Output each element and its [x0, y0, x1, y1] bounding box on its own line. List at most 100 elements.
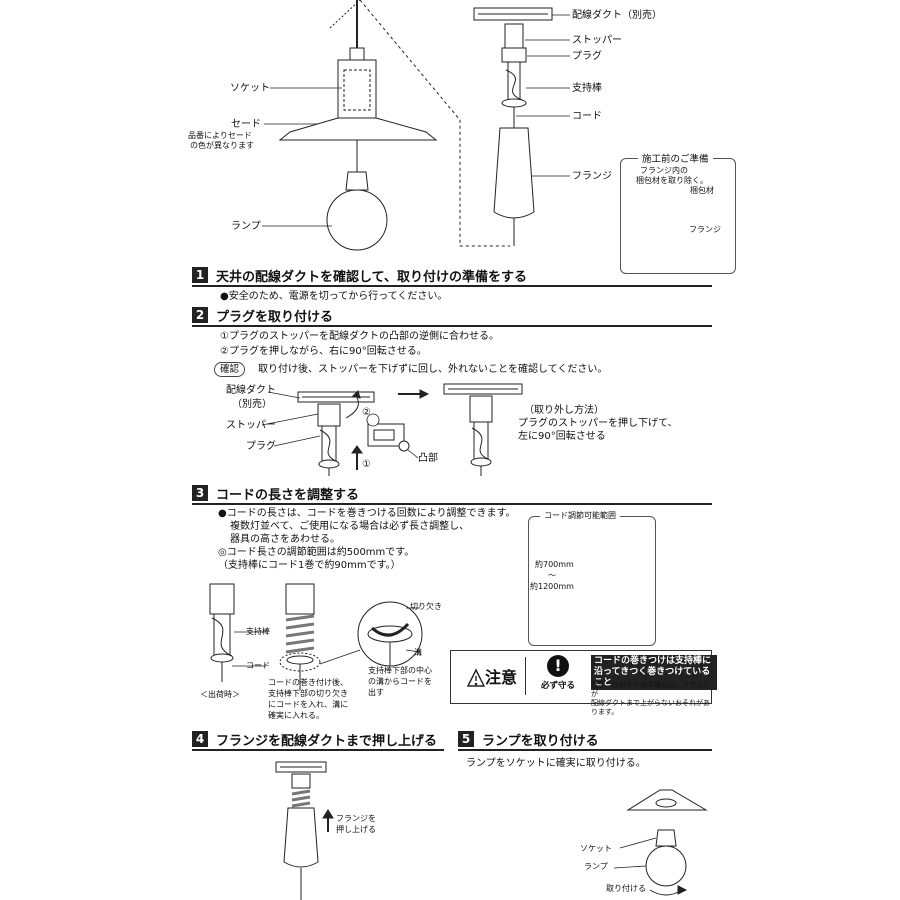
caution-title: コードの巻きつけは支持棒に 沿ってきつく巻きつけていること [591, 655, 717, 690]
center-text-1: 支持棒下部の中心 [368, 666, 432, 675]
step5-socket-label: ソケット [580, 844, 612, 853]
step3-cord-label: コード [246, 661, 270, 670]
cord-label: コード [572, 111, 602, 122]
step3-line3: 器具の高さをあわせる。 [230, 534, 340, 545]
must-do-label: 必ず守る [540, 681, 575, 691]
caution-title-2: 沿ってきつく巻きつけていること [594, 667, 711, 688]
step2-duct-label: 配線ダクト [226, 385, 276, 396]
step5-number: 5 [458, 731, 474, 747]
step2-line2: ②プラグを押しながら、右に90°回転させる。 [220, 346, 427, 357]
step4-rule [192, 749, 444, 751]
step5-text: ランプをソケットに確実に取り付ける。 [466, 758, 646, 769]
wind-text-4: 確実に入れる。 [268, 711, 324, 720]
step5-rule [458, 749, 712, 751]
step3-number: 3 [192, 485, 208, 501]
prep-box-title: 施工前のご準備 [638, 151, 713, 165]
wind-text-1: コードの巻き付け後、 [268, 678, 348, 687]
removal-line2: 左に90°回転させる [518, 431, 606, 442]
circle1-label: ① [362, 459, 371, 470]
step2-plug-label: プラグ [246, 441, 276, 452]
step1-title: 天井の配線ダクトを確認して、取り付けの準備をする [216, 269, 527, 285]
circle2-label: ② [362, 407, 371, 418]
step3-line2: 複数灯並べて、ご使用になる場合は必ず長さ調整し、 [230, 521, 470, 532]
center-text-3: 出す [368, 688, 384, 697]
step1-note: ●安全のため、電源を切ってから行ってください。 [220, 291, 448, 302]
step5-heading: 5 ランプを取り付ける [458, 730, 599, 749]
shade-note-1: 品番によりセード [188, 131, 252, 140]
removal-title: （取り外し方法） [524, 405, 604, 416]
shade-note-2: の色が異なります [190, 141, 254, 150]
packing-label: 梱包材 [690, 186, 714, 195]
confirm-tag: 確認 [214, 362, 246, 377]
notch-label: 切り欠き [410, 602, 442, 611]
step4-number: 4 [192, 731, 208, 747]
push-text-1: フランジを [336, 814, 376, 823]
push-text-2: 押し上げる [336, 825, 376, 834]
prep-text-2: 梱包材を取り除く。 [636, 176, 708, 185]
convex-label: 凸部 [418, 453, 438, 464]
center-text-2: の溝からコードを [368, 677, 432, 686]
overview-pendant-illustration [278, 0, 438, 251]
caution-sub: 巻きつけが不十分な場合は、フランジが 配線ダクトまで上がらないおそれがあります。 [591, 681, 711, 717]
step4-heading: 4 フランジを配線ダクトまで押し上げる [192, 730, 438, 749]
prep-flange-label: フランジ [689, 225, 721, 234]
step3-line5: （支持棒にコード1巻で約90mmです。） [218, 560, 401, 571]
step3-wound-illustration [279, 583, 321, 690]
caution-sub-1: 巻きつけが不十分な場合は、フランジが [591, 681, 710, 698]
caution-sub-2: 配線ダクトまで上がらないおそれがあります。 [591, 699, 710, 716]
step3-rule [192, 503, 712, 505]
shipping-label: ＜出荷時＞ [200, 690, 240, 699]
step5-lamp-label: ランプ [584, 862, 608, 871]
groove-label: 溝 [414, 648, 422, 657]
step3-line1: ●コードの長さは、コードを巻きつける回数により調整できます。 [218, 508, 516, 519]
step2-heading: 2 プラグを取り付ける [192, 306, 333, 325]
overview-plug-flange-illustration [473, 7, 553, 246]
caution-title-1: コードの巻きつけは支持棒に [594, 656, 712, 666]
step2-stopper-label: ストッパー [226, 420, 276, 431]
overview-leader-lines [262, 14, 691, 231]
step5-title: ランプを取り付ける [482, 733, 599, 749]
step1-heading: 1 天井の配線ダクトを確認して、取り付けの準備をする [192, 266, 527, 285]
range-min: 約700mm [535, 560, 574, 569]
confirm-text: 取り付け後、ストッパーを下げずに回し、外れないことを確認してください。 [258, 364, 608, 375]
step3-detail-circle [319, 601, 423, 667]
range-box [528, 516, 656, 646]
caution-keyword: 注意 [485, 668, 518, 687]
step4-title: フランジを配線ダクトまで押し上げる [216, 733, 438, 749]
wind-text-3: にコードを入れ、溝に [268, 700, 349, 709]
range-tilde: 〜 [548, 571, 556, 580]
step3-title: コードの長さを調整する [216, 487, 360, 503]
step2-line1: ①プラグのストッパーを配線ダクトの凸部の逆側に合わせる。 [220, 331, 499, 342]
step1-rule [192, 285, 712, 287]
step2-removal-illustration [443, 383, 523, 476]
step3-line4: ◎コード長さの調節範囲は約500mmです。 [218, 547, 415, 558]
caution-box: 注意 ! 必ず守る コードの巻きつけは支持棒に 沿ってきつく巻きつけていること … [450, 650, 717, 716]
plug-label: プラグ [572, 51, 602, 62]
warning-triangle-icon [466, 668, 486, 687]
range-title: コード調節可能範囲 [540, 510, 620, 521]
overview-link-dashed [359, 0, 510, 247]
step3-rod-label: 支持棒 [246, 627, 270, 636]
removal-line1: プラグのストッパーを押し下げて、 [518, 418, 678, 429]
caution-label: 注意 [455, 657, 526, 695]
step4-flange-illustration [275, 761, 334, 900]
step3-shipping-illustration [209, 583, 235, 682]
step2-duct-sub: （別売） [232, 399, 272, 410]
lamp-label: ランプ [231, 221, 261, 232]
range-max: 約1200mm [530, 582, 574, 591]
flange-label: フランジ [572, 171, 612, 182]
duct-label: 配線ダクト（別売） [572, 10, 662, 21]
step2-leader-lines [261, 391, 419, 459]
step3-heading: 3 コードの長さを調整する [192, 484, 360, 503]
step5-lamp-illustration [613, 789, 708, 896]
step3-leader-lines [232, 607, 421, 667]
must-do: ! 必ず守る [531, 655, 585, 699]
stopper-label: ストッパー [572, 35, 622, 46]
step2-rule [192, 325, 712, 327]
step2-number: 2 [192, 307, 208, 323]
shade-label: セード [231, 119, 261, 130]
exclamation-icon: ! [547, 655, 569, 677]
step1-number: 1 [192, 267, 208, 283]
prep-text-1: フランジ内の [640, 166, 688, 175]
